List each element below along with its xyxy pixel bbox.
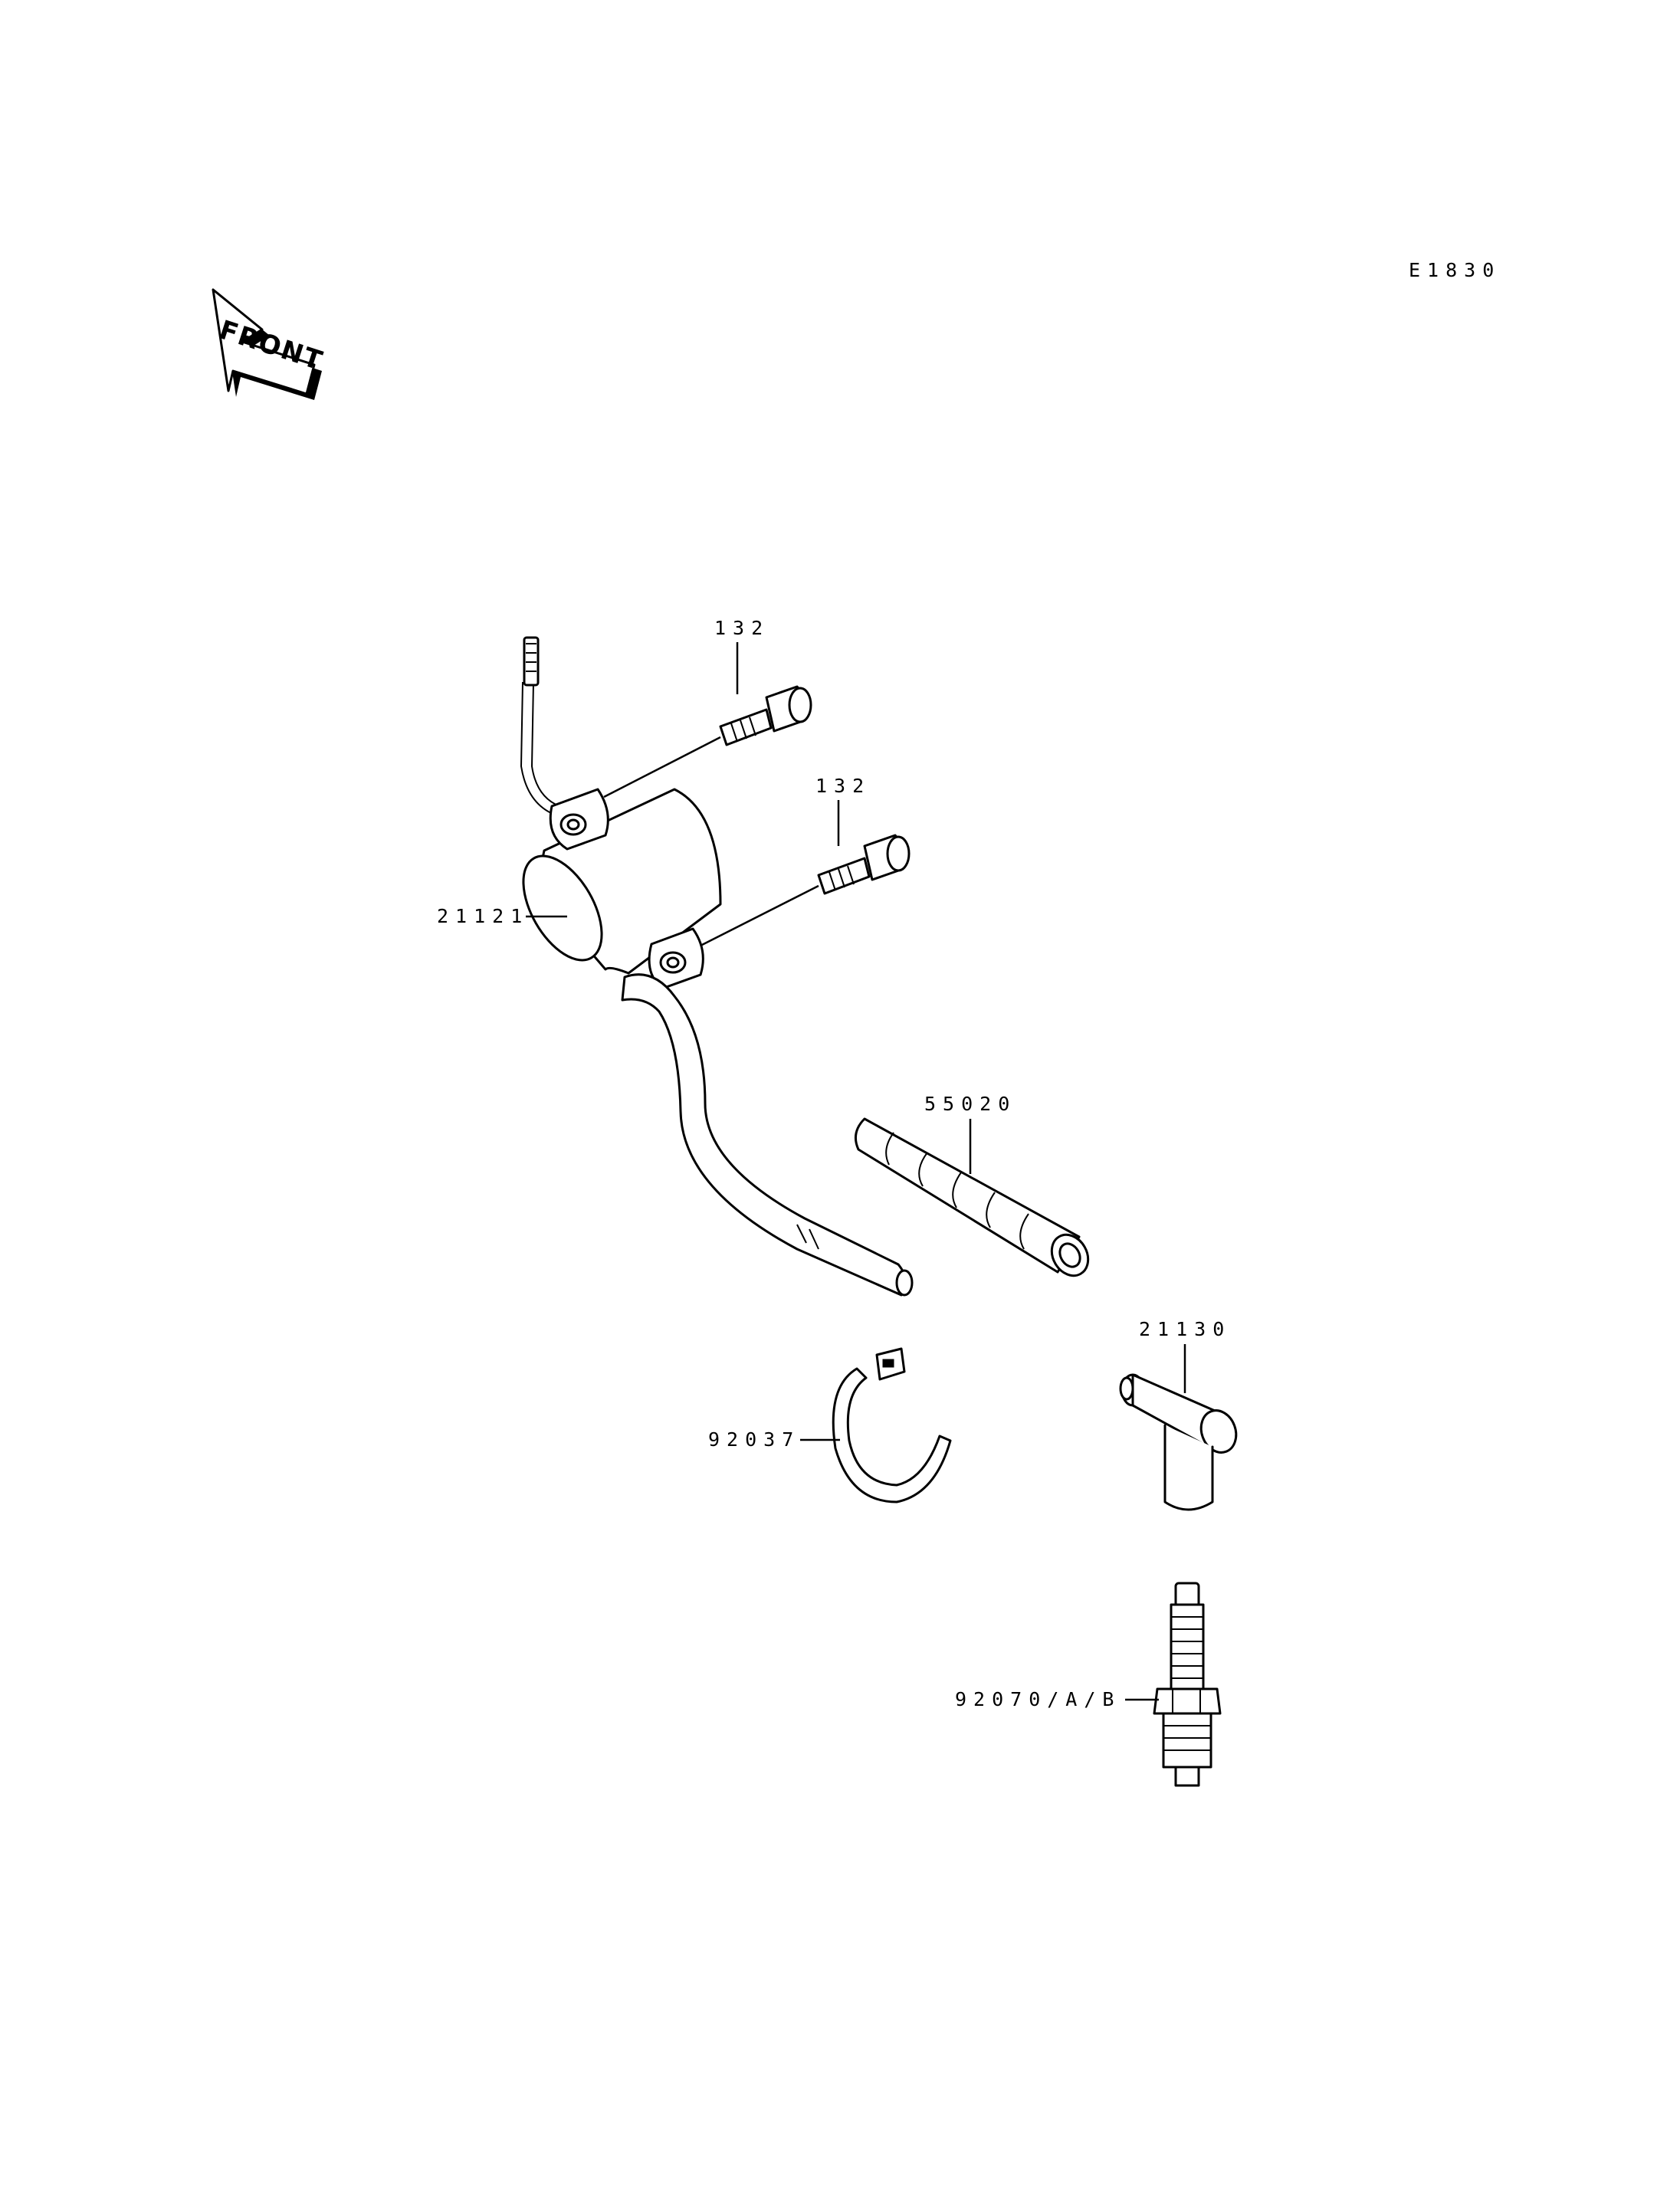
front-arrow-icon: FRONT [212, 288, 327, 400]
spark-plug-cap [1119, 1373, 1238, 1511]
label-protector-tube: 55020 [924, 1093, 1016, 1115]
label-bolt-upper: 132 [714, 617, 769, 639]
label-spark-plug: 92070/A/B [955, 1688, 1121, 1710]
label-clamp-band: 92037 [708, 1428, 800, 1451]
bolt-lower-axis [700, 884, 819, 947]
bolt-upper [719, 685, 812, 746]
spark-plug [1153, 1582, 1222, 1787]
clamp-band [832, 1347, 952, 1503]
label-bolt-lower: 132 [815, 775, 871, 797]
bolt-upper-axis [603, 736, 721, 798]
label-spark-plug-cap: 21130 [1139, 1318, 1231, 1340]
label-ignition-coil: 21121 [437, 905, 529, 927]
drawing-code: E1830 [1409, 259, 1501, 281]
bolt-lower [817, 834, 911, 895]
protector-tube [854, 1117, 1090, 1277]
ignition-coil [520, 636, 914, 1297]
